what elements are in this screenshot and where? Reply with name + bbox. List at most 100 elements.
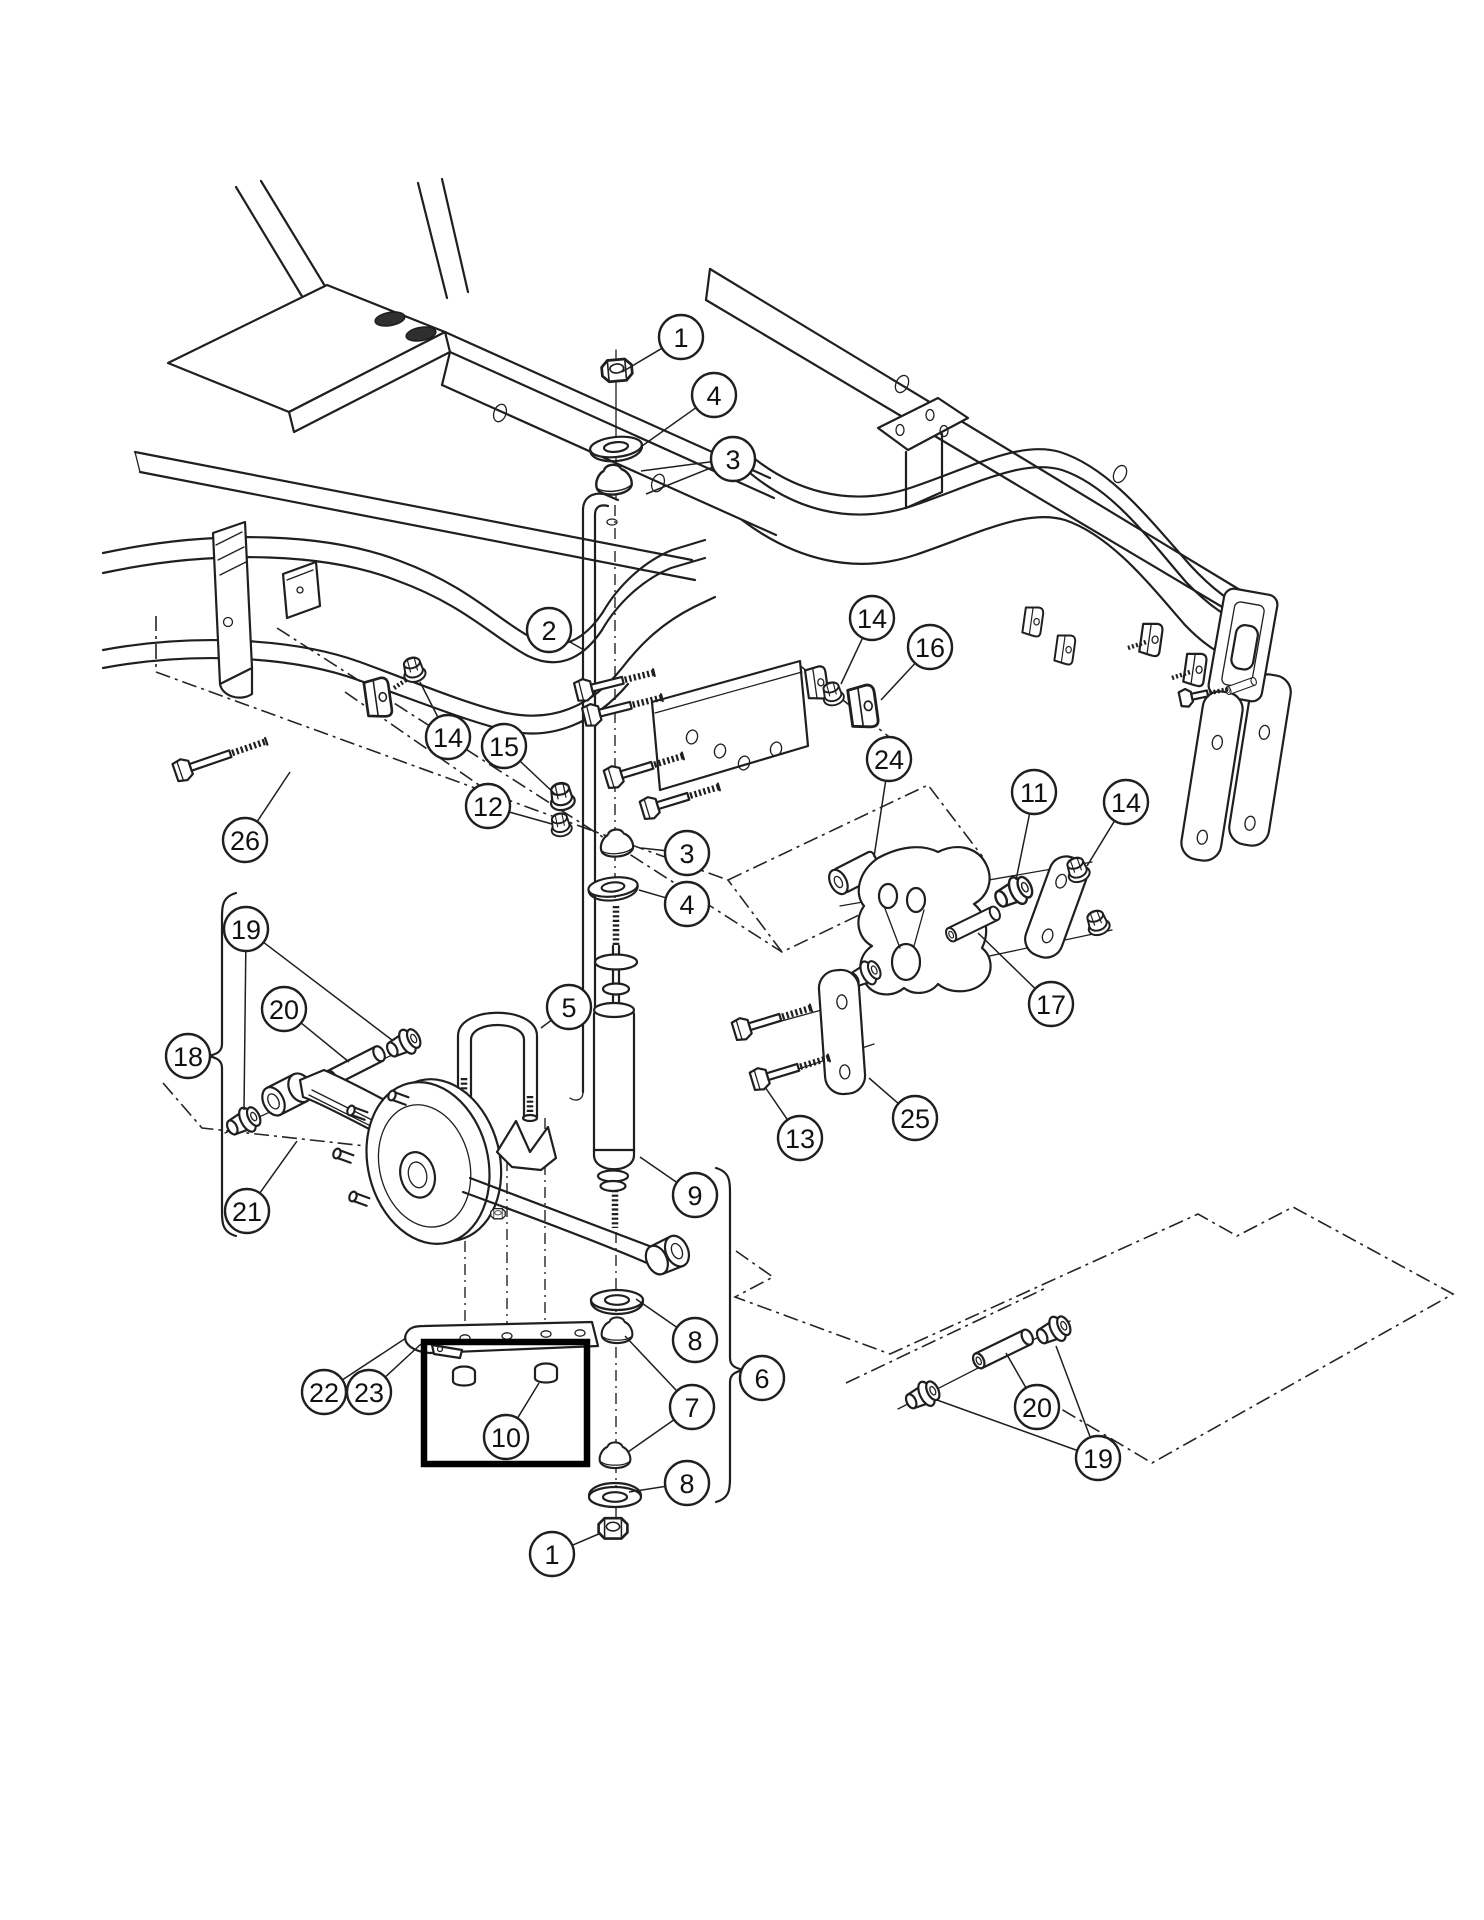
leader-part-15 <box>519 760 557 796</box>
callout-14 <box>424 713 472 761</box>
leader-part-11 <box>1015 813 1031 881</box>
leader-part-16 <box>880 662 916 701</box>
callout-15 <box>480 722 528 770</box>
callout-number-14: 14 <box>1111 788 1141 818</box>
leader-part-21 <box>259 1140 298 1194</box>
callout-7 <box>668 1383 716 1431</box>
callout-number-10: 10 <box>491 1423 521 1453</box>
callout-number-9: 9 <box>687 1181 702 1211</box>
bottom-plate-assembly <box>404 1320 600 1387</box>
leader-part-5 <box>540 1019 552 1029</box>
leader-part-4 <box>638 889 667 899</box>
leader-part-19 <box>936 1399 1078 1452</box>
callout-6 <box>738 1354 786 1402</box>
spring-mount-casting <box>731 846 1113 1096</box>
callout-number-19: 19 <box>1083 1444 1113 1474</box>
callout-14 <box>1102 778 1150 826</box>
callout-5 <box>545 983 593 1031</box>
callout-19 <box>1074 1434 1122 1482</box>
callout-13 <box>776 1114 824 1162</box>
callout-21 <box>223 1187 271 1235</box>
leader-part-14 <box>840 637 864 685</box>
callout-12 <box>464 782 512 830</box>
callout-20 <box>260 985 308 1033</box>
leader-part-7 <box>624 1335 678 1392</box>
callout-11 <box>1010 768 1058 816</box>
callout-number-14: 14 <box>433 723 463 753</box>
leader-part-17 <box>977 932 1036 990</box>
phantom-outlines <box>155 349 1455 1524</box>
leader-part-8 <box>635 1298 678 1329</box>
callout-2 <box>525 606 573 654</box>
leader-part-1 <box>571 1532 602 1546</box>
callout-number-8: 8 <box>687 1326 702 1356</box>
leader-part-12 <box>508 811 553 825</box>
callout-number-5: 5 <box>561 993 576 1023</box>
callout-number-3: 3 <box>725 445 740 475</box>
callout-number-7: 7 <box>684 1393 699 1423</box>
lower-shock-stack <box>587 1288 645 1540</box>
callout-number-18: 18 <box>173 1042 203 1072</box>
callout-number-12: 12 <box>473 792 503 822</box>
callout-20 <box>1013 1383 1061 1431</box>
frame-weldment <box>101 396 1252 1101</box>
callout-number-26: 26 <box>230 826 260 856</box>
callout-number-25: 25 <box>900 1104 930 1134</box>
bolt-26 <box>172 731 270 783</box>
leader-part-20 <box>300 1022 350 1063</box>
brace-part-6 <box>714 1166 748 1504</box>
leader-part-26 <box>256 771 291 823</box>
leader-part-22 <box>341 1337 407 1381</box>
leader-part-14 <box>1086 820 1116 867</box>
chassis-crossmember <box>133 177 1242 616</box>
callout-25 <box>891 1094 939 1142</box>
callout-8 <box>671 1316 719 1364</box>
callout-1 <box>657 313 705 361</box>
leader-part-19 <box>243 950 247 1111</box>
leader-part-3 <box>645 466 713 495</box>
brake-drum <box>365 1078 503 1245</box>
callout-10 <box>482 1413 530 1461</box>
callout-3 <box>709 435 757 483</box>
leader-part-25 <box>868 1077 899 1105</box>
callout-9 <box>671 1171 719 1219</box>
callout-number-15: 15 <box>489 732 519 762</box>
callout-14 <box>848 594 896 642</box>
callout-18 <box>164 1032 212 1080</box>
callout-number-1: 1 <box>673 323 688 353</box>
callout-number-13: 13 <box>785 1124 815 1154</box>
shackle-assembly <box>1021 587 1292 862</box>
callout-number-21: 21 <box>232 1197 262 1227</box>
callout-number-4: 4 <box>679 890 694 920</box>
callout-number-16: 16 <box>915 633 945 663</box>
callout-number-17: 17 <box>1036 990 1066 1020</box>
callout-number-2: 2 <box>541 616 556 646</box>
callout-number-6: 6 <box>754 1364 769 1394</box>
leader-part-14 <box>419 681 439 718</box>
callout-number-1: 1 <box>544 1540 559 1570</box>
leader-part-23 <box>384 1343 422 1378</box>
callout-26 <box>221 816 269 864</box>
callout-number-22: 22 <box>309 1378 339 1408</box>
leaf-spring-assembly <box>221 1023 691 1276</box>
callout-number-19: 19 <box>231 915 261 945</box>
callout-number-4: 4 <box>706 381 721 411</box>
callout-number-11: 11 <box>1020 778 1048 808</box>
callout-19 <box>222 905 270 953</box>
leader-part-20 <box>1005 1352 1027 1389</box>
leader-part-9 <box>639 1156 678 1184</box>
callout-3 <box>663 829 711 877</box>
leader-part-24 <box>873 780 887 858</box>
callout-16 <box>906 623 954 671</box>
callout-24 <box>865 735 913 783</box>
leader-part-7 <box>627 1419 675 1453</box>
callout-number-20: 20 <box>269 995 299 1025</box>
callout-number-24: 24 <box>874 745 904 775</box>
callout-4 <box>663 880 711 928</box>
callout-4 <box>690 371 738 419</box>
leader-part-10 <box>516 1382 540 1419</box>
leader-part-1 <box>621 347 663 373</box>
shock-absorber <box>592 906 639 1228</box>
